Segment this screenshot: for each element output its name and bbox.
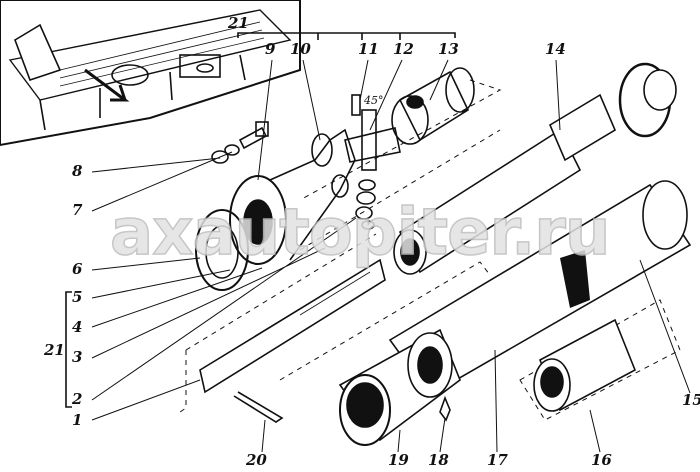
- label-4: 4: [72, 318, 83, 336]
- watermark: axautopiter.ru: [109, 195, 611, 271]
- label-1: 1: [72, 411, 83, 429]
- sliding-yoke: [391, 67, 475, 145]
- cross-spider: [344, 94, 401, 171]
- flange-yoke: [195, 128, 356, 291]
- spring-clip: [439, 395, 451, 422]
- label-20: 20: [246, 451, 267, 469]
- label-17: 17: [487, 451, 508, 469]
- inner-square-shaft: [199, 258, 386, 394]
- label-15: 15: [682, 391, 700, 409]
- angle-note: 45°: [364, 94, 384, 107]
- bracket-21-top: [237, 32, 456, 40]
- label-12: 12: [393, 40, 414, 58]
- label-7: 7: [72, 201, 83, 219]
- label-16: 16: [591, 451, 612, 469]
- bolt-and-nut: [211, 121, 269, 164]
- label-10: 10: [290, 40, 311, 58]
- telescopic-shaft-assembly: [393, 62, 677, 275]
- label-2: 2: [72, 390, 83, 408]
- label-9: 9: [265, 40, 276, 58]
- label-21-left: 21: [44, 341, 65, 359]
- label-3: 3: [72, 348, 83, 366]
- seal-rings: [355, 179, 376, 230]
- label-8: 8: [72, 162, 83, 180]
- label-11: 11: [358, 40, 379, 58]
- inset-harvester-header: [0, 0, 301, 147]
- label-13: 13: [438, 40, 459, 58]
- guard-tube: [388, 180, 692, 397]
- label-18: 18: [428, 451, 449, 469]
- guard-cone: [338, 328, 461, 446]
- label-5: 5: [72, 288, 83, 306]
- guard-sleeve: [519, 299, 681, 421]
- bracket-21-left: [65, 291, 72, 408]
- label-19: 19: [388, 451, 409, 469]
- label-21-top: 21: [228, 14, 249, 32]
- leader-lines: [91, 59, 691, 453]
- label-6: 6: [72, 260, 83, 278]
- label-14: 14: [545, 40, 566, 58]
- cotter-pin: [233, 391, 284, 423]
